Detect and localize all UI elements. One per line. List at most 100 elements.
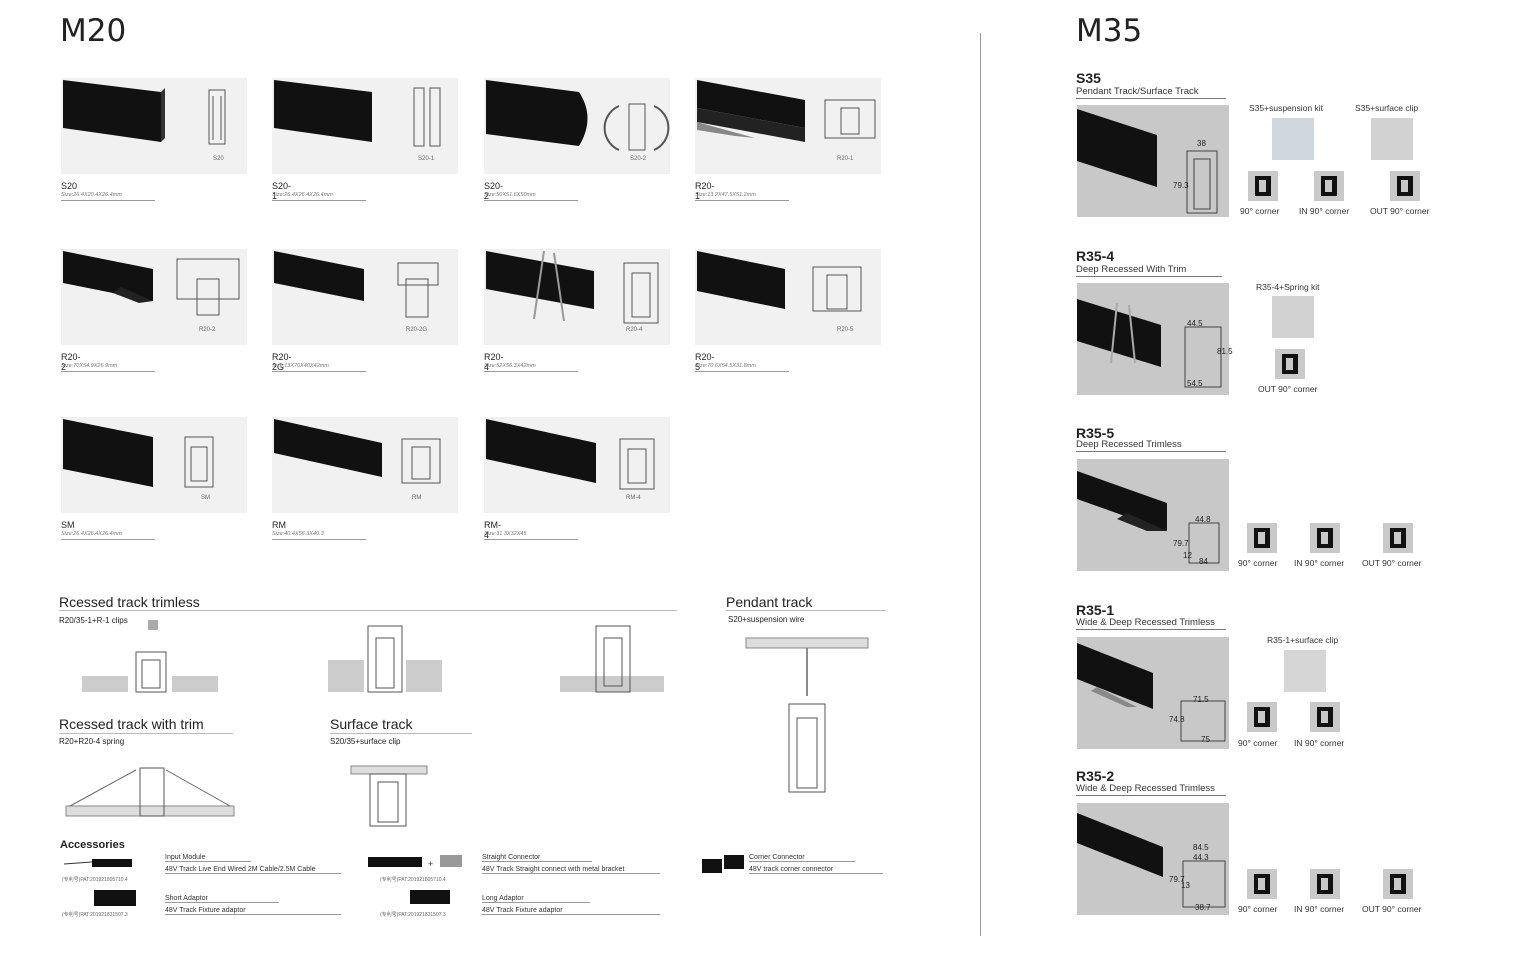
corner-label: 90° corner: [1238, 558, 1278, 568]
product-size: Size:13.2X47.5X51.2mm: [695, 192, 789, 201]
dim-label: 84.5: [1193, 843, 1209, 852]
dim-label: 79.3: [1173, 181, 1189, 190]
profile-tag: RM: [412, 495, 422, 501]
product-image: SM: [61, 417, 247, 513]
accessory-desc: 48V Track Fixture adaptor: [482, 907, 660, 915]
accessory-desc: 48V track corner connector: [749, 866, 883, 874]
product-size: Size:70X54.9X26.9mm: [61, 363, 155, 372]
accessory-pat: (专利号)PAT:201921805710.4: [62, 877, 128, 883]
profile-tag: SM: [201, 495, 210, 501]
corner-label: IN 90° corner: [1294, 558, 1345, 568]
product-image: S20-1: [272, 78, 458, 174]
accessory-pat: (专利号)PAT:201921831507.3: [62, 912, 128, 918]
product-image: R20-4: [484, 249, 670, 345]
product-size: Size:26.4X20.4X26.4mm: [61, 192, 155, 201]
dim-label: 38.7: [1195, 903, 1211, 912]
accessories-title: Accessories: [60, 839, 125, 851]
dim-label: 44.3: [1193, 853, 1209, 862]
dim-label: 75: [1201, 735, 1210, 744]
m35-name: Pendant Track/Surface Track: [1076, 86, 1226, 99]
product-size: Size:26.4X26.4X26.4mm: [272, 192, 366, 201]
accessory-pat: (专利号)PAT:201921805710.4: [380, 877, 446, 883]
dim-label: 79.7: [1173, 539, 1189, 548]
long-adaptor-image: [410, 890, 450, 904]
corner-icon: [1383, 869, 1413, 899]
accessory-name: Long Adaptor: [482, 895, 590, 903]
corner-label: OUT 90° corner: [1362, 558, 1422, 568]
product-image: S20-2: [484, 78, 670, 174]
m35-name: Wide & Deep Recessed Trimless: [1076, 617, 1226, 630]
svg-text:+: +: [428, 859, 433, 869]
dim-label: 13: [1181, 881, 1190, 890]
profile-tag: R20-2: [199, 327, 216, 333]
corner-icon: [1310, 702, 1340, 732]
product-image: R20-1: [695, 78, 881, 174]
dim-label: 44.5: [1187, 319, 1203, 328]
profile-tag: R20-2G: [406, 327, 428, 333]
product-name: RM: [272, 520, 286, 530]
column-divider: [980, 33, 981, 936]
suspension-kit-image: [1272, 118, 1314, 160]
pendant-diagram: [745, 637, 869, 793]
corner-icon: [1247, 869, 1277, 899]
product-image: RM: [272, 417, 458, 513]
spring-kit-image: [1272, 296, 1314, 338]
kit-label: R35-1+surface clip: [1267, 635, 1339, 645]
surface-diagram: [350, 765, 428, 827]
dim-label: 84: [1199, 557, 1208, 566]
product-size: Size:70.6X54.5X31.8mm: [695, 363, 789, 372]
accessory-desc: 48V Track Live End Wired 2M Cable/2.5M C…: [165, 866, 341, 874]
dim-label: 38: [1197, 139, 1206, 148]
dim-label: 44.8: [1195, 515, 1211, 524]
profile-tag: S20-1: [418, 156, 435, 162]
accessory-name: Short Adaptor: [165, 895, 279, 903]
product-size: Size:13X70X40X42mm: [272, 363, 366, 372]
product-image: R20-2: [61, 249, 247, 345]
product-size: Size:31.3X32X45: [484, 531, 578, 540]
corner-label: 90° corner: [1238, 738, 1278, 748]
m35-name: Deep Recessed With Trim: [1076, 264, 1222, 277]
install-pendant-title: Pendant track: [726, 594, 813, 610]
product-name: R20-5: [695, 352, 715, 372]
section-rule: [59, 610, 677, 611]
section-rule: [726, 610, 886, 611]
corner-label: OUT 90° corner: [1258, 384, 1318, 394]
product-image: R20-2G: [272, 249, 458, 345]
corner-icon: [1314, 171, 1344, 201]
m35-name: Wide & Deep Recessed Trimless: [1076, 783, 1226, 796]
profile-tag: RM-4: [626, 495, 641, 501]
m35-code: R35-2: [1076, 768, 1115, 784]
dim-label: 12: [1183, 551, 1192, 560]
product-name: R20-4: [484, 352, 504, 372]
install-pendant-sub: S20+suspension wire: [728, 615, 805, 624]
product-image: RM-4: [484, 417, 670, 513]
corner-label: OUT 90° corner: [1362, 904, 1422, 914]
surface-clip-image: [1284, 650, 1326, 692]
accessory-desc: 48V Track Fixture adaptor: [165, 907, 341, 915]
product-name: S20-2: [484, 181, 504, 201]
m35-product-image: 71.5 74.8 75: [1077, 637, 1229, 749]
corner-icon: [1383, 523, 1413, 553]
m35-heading: M35: [1076, 13, 1143, 49]
corner-label: 90° corner: [1238, 904, 1278, 914]
install-withtrim-title: Rcessed track with trim: [59, 716, 204, 732]
kit-label: S35+surface clip: [1355, 103, 1419, 113]
corner-icon: [1247, 523, 1277, 553]
straight-connector-image: +: [368, 855, 462, 869]
dim-label: 71.5: [1193, 695, 1209, 704]
profile-tag: R20-1: [837, 156, 854, 162]
product-name: RM-4: [484, 520, 501, 540]
install-trimless-sub: R20/35-1+R-1 clips: [59, 616, 128, 625]
product-size: Size:52X56.3X42mm: [484, 363, 578, 372]
profile-tag: S20-2: [630, 156, 647, 162]
withtrim-diagram: [65, 767, 235, 817]
kit-label: S35+suspension kit: [1249, 103, 1323, 113]
m35-product-image: 84.5 44.3 79.7 13 38.7: [1077, 803, 1229, 915]
install-trimless-title: Rcessed track trimless: [59, 594, 200, 610]
accessory-name: Straight Connector: [482, 854, 592, 862]
short-adaptor-image: [94, 890, 136, 906]
corner-icon: [1247, 702, 1277, 732]
product-name: S20: [61, 181, 78, 191]
accessory-desc: 48V Track Straight connect with metal br…: [482, 866, 660, 874]
m35-code: R35-4: [1076, 248, 1115, 264]
